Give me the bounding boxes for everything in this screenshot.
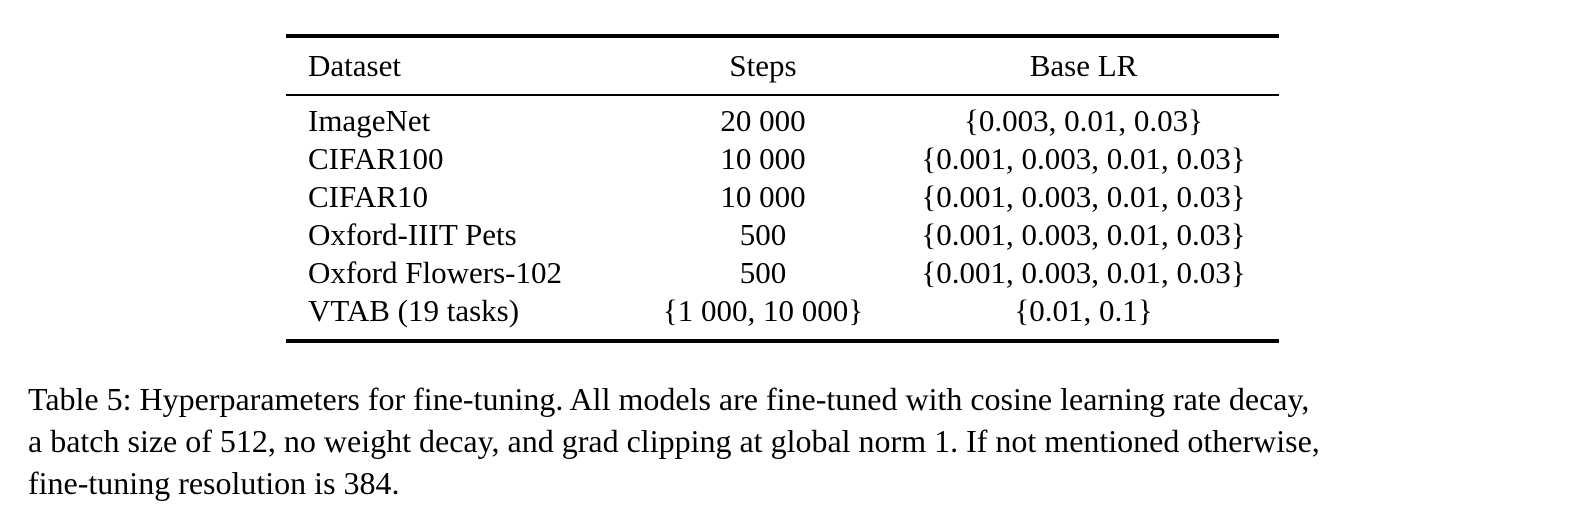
- header-dataset: Dataset: [308, 48, 401, 83]
- cell-base-lr: {0.003, 0.01, 0.03}: [963, 103, 1203, 138]
- cell-base-lr: {0.001, 0.003, 0.01, 0.03}: [921, 217, 1246, 252]
- table-caption: Table 5: Hyperparameters for fine-tuning…: [28, 378, 1543, 504]
- cell-base-lr: {0.001, 0.003, 0.01, 0.03}: [921, 179, 1246, 214]
- cell-steps: {1 000, 10 000}: [662, 293, 864, 328]
- cell-dataset: CIFAR100: [308, 141, 444, 176]
- cell-dataset: Oxford Flowers-102: [308, 255, 562, 290]
- cell-steps: 10 000: [720, 179, 806, 214]
- table: Dataset Steps Base LR: [286, 38, 1279, 94]
- header-steps: Steps: [729, 48, 797, 83]
- cell-base-lr: {0.001, 0.003, 0.01, 0.03}: [921, 141, 1246, 176]
- table-bottom-rule: [286, 339, 1279, 343]
- table-row: ImageNet 20 000 {0.003, 0.01, 0.03}: [286, 102, 1279, 140]
- table-header-rule: [286, 94, 1279, 96]
- cell-dataset: Oxford-IIIT Pets: [308, 217, 517, 252]
- cell-steps: 500: [739, 255, 787, 290]
- cell-dataset: CIFAR10: [308, 179, 429, 214]
- cell-steps: 500: [739, 217, 787, 252]
- table-row: Oxford Flowers-102 500 {0.001, 0.003, 0.…: [286, 254, 1279, 292]
- cell-dataset: ImageNet: [308, 103, 431, 138]
- table-top-rule: [286, 34, 1279, 38]
- cell-base-lr: {0.001, 0.003, 0.01, 0.03}: [921, 255, 1246, 290]
- hyperparameter-table: Dataset Steps Base LR ImageNet 20 000 {0…: [286, 34, 1279, 343]
- cell-base-lr: {0.01, 0.1}: [1014, 293, 1153, 328]
- cell-dataset: VTAB (19 tasks): [308, 293, 520, 328]
- header-base-lr: Base LR: [1029, 48, 1138, 83]
- caption-line: fine-tuning resolution is 384.: [28, 465, 400, 501]
- table-header-row: Dataset Steps Base LR: [286, 38, 1279, 94]
- cell-steps: 10 000: [720, 141, 806, 176]
- table-row: CIFAR10 10 000 {0.001, 0.003, 0.01, 0.03…: [286, 178, 1279, 216]
- table-row: CIFAR100 10 000 {0.001, 0.003, 0.01, 0.0…: [286, 140, 1279, 178]
- table-body: ImageNet 20 000 {0.003, 0.01, 0.03} CIFA…: [286, 96, 1279, 330]
- caption-line: Table 5: Hyperparameters for fine-tuning…: [28, 381, 1310, 417]
- cell-steps: 20 000: [720, 103, 806, 138]
- table-row: VTAB (19 tasks) {1 000, 10 000} {0.01, 0…: [286, 292, 1279, 330]
- table-row: Oxford-IIIT Pets 500 {0.001, 0.003, 0.01…: [286, 216, 1279, 254]
- caption-line: a batch size of 512, no weight decay, an…: [28, 423, 1320, 459]
